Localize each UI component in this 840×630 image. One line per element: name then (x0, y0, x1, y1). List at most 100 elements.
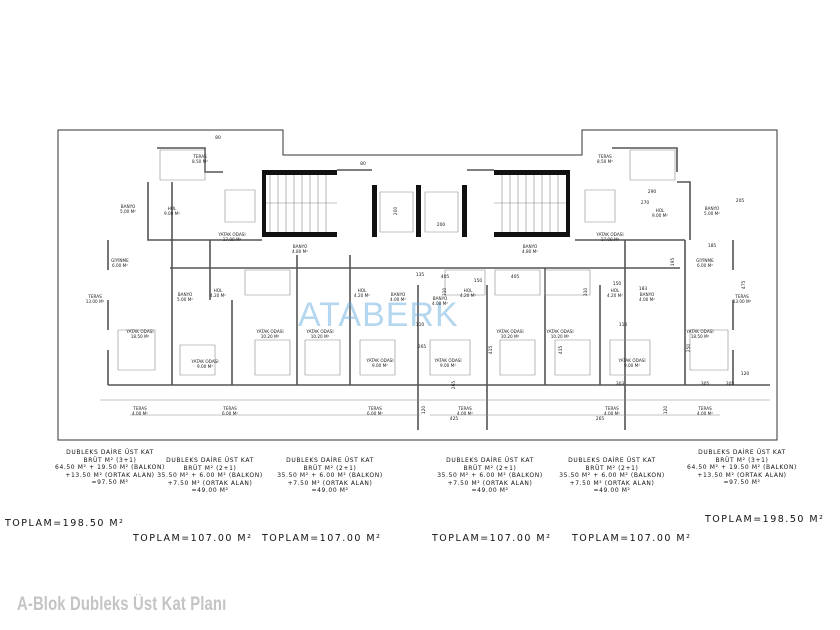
room-area: 9.00 M² (164, 211, 180, 216)
dimension-label: 80 (215, 135, 221, 141)
room-name: TERAS (222, 406, 237, 411)
room-area: 17.00 M² (223, 237, 242, 242)
room-name: BANYO (178, 292, 193, 297)
unit-total: =97.50 M² (723, 479, 761, 487)
room-area: 9.00 M² (372, 363, 388, 368)
unit-heading: DUBLEKS DAİRE ÜST KAT (286, 457, 374, 464)
dimension-label: 195 (670, 258, 676, 267)
room-name: YATAK ODASI (617, 358, 645, 363)
dimension-label: 415 (488, 346, 494, 355)
room-name: BANYO (640, 292, 655, 297)
room-area: 9.00 M² (652, 213, 668, 218)
room-name: TERAS (697, 406, 712, 411)
room-name: YATAK ODASI (190, 359, 218, 364)
total-area: TOPLAM=198.50 M² (5, 518, 125, 529)
room-area: 18.50 M² (131, 334, 150, 339)
dimension-label: 110 (619, 322, 628, 328)
dimension-label: 305 (726, 381, 735, 387)
room-name: BANYO (293, 244, 308, 249)
dimension-label: 265 (451, 381, 457, 390)
dimension-label: 405 (441, 274, 450, 280)
room-area: 18.50 M² (691, 334, 710, 339)
room-name: YATAK ODASI (365, 358, 393, 363)
room-name: TERAS (192, 154, 207, 159)
dimension-label: 120 (663, 406, 669, 415)
room-area: 10.20 M² (551, 334, 570, 339)
room-name: YATAK ODASI (545, 329, 573, 334)
room-area: 10.20 M² (501, 334, 520, 339)
room-name: HOL (656, 208, 665, 213)
watermark-logo: ATABERK (298, 296, 459, 334)
room-area: 9.00 M² (197, 364, 213, 369)
unit-line2: +13.50 M² (ORTAK ALAN) (697, 471, 787, 479)
room-area: 10.20 M² (311, 334, 330, 339)
total-area: TOPLAM=107.00 M² (572, 533, 692, 544)
dimension-label: 303 (616, 381, 625, 387)
room-name: YATAK ODASI (433, 358, 461, 363)
room-area: 4.20 M² (607, 293, 623, 298)
unit-line1: 35.50 M² + 6.00 M² (BALKON) (437, 472, 543, 480)
dimension-label: 120 (421, 406, 427, 415)
unit-line2: +7.50 M² (ORTAK ALAN) (167, 479, 253, 487)
unit-gross: BRÜT M² (2+1) (585, 464, 639, 472)
room-name: BANYO (705, 206, 720, 211)
room-name: BANYO (523, 244, 538, 249)
unit-heading: DUBLEKS DAİRE ÜST KAT (166, 457, 254, 464)
room-area: 5.00 M² (120, 209, 136, 214)
room-area: 8.50 M² (192, 159, 208, 164)
dimension-label: 110 (416, 322, 425, 328)
room-name: HOL (168, 206, 177, 211)
room-area: 17.00 M² (601, 237, 620, 242)
room-area: 5.00 M² (177, 297, 193, 302)
dimension-label: 205 (736, 198, 745, 204)
dimension-label: 80 (360, 161, 366, 167)
room-name: YATAK ODASI (217, 232, 245, 237)
dimension-label: 183 (639, 286, 648, 292)
dimension-label: 135 (416, 272, 425, 278)
stair-cores (262, 169, 570, 237)
dimension-label: 265 (596, 416, 605, 422)
room-area: 4.20 M² (354, 293, 370, 298)
unit-total: =49.00 M² (311, 487, 349, 495)
unit-gross: BRÜT M² (2+1) (183, 464, 237, 472)
unit-gross: BRÜT M² (2+1) (463, 464, 517, 472)
room-name: HOL (611, 288, 620, 293)
unit-gross: BRÜT M² (3+1) (715, 456, 769, 464)
unit-gross: BRÜT M² (2+1) (303, 464, 357, 472)
room-name: YATAK ODASI (685, 329, 713, 334)
room-area: 4.00 M² (639, 297, 655, 302)
room-area: 4.00 M² (697, 411, 713, 416)
room-name: TERAS (132, 406, 147, 411)
unit-line1: 64.50 M² + 19.50 M² (BALKON) (687, 464, 797, 472)
room-area: 5.00 M² (704, 211, 720, 216)
dimension-label: 290 (648, 189, 657, 195)
room-area: 9.00 M² (624, 363, 640, 368)
unit-total: =49.00 M² (471, 487, 509, 495)
room-name: YATAK ODASI (495, 329, 523, 334)
room-name: TERAS (87, 294, 102, 299)
